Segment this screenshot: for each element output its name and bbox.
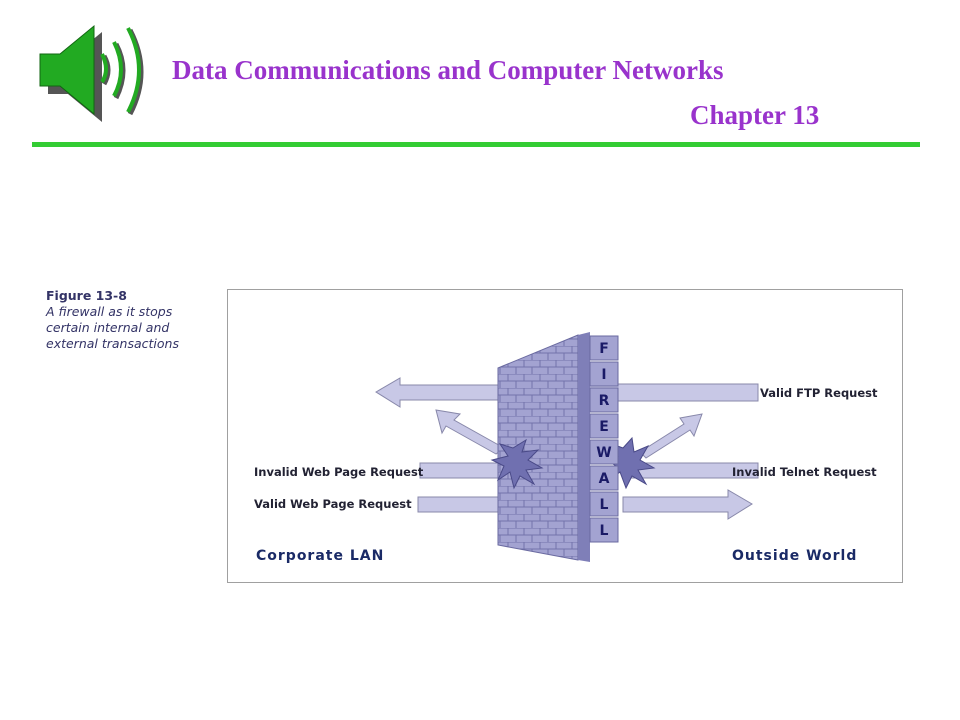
firewall-letter: E — [599, 419, 609, 435]
page-title: Data Communications and Computer Network… — [172, 55, 724, 85]
figure-number: Figure 13-8 — [46, 288, 127, 303]
firewall-letter: I — [601, 367, 606, 383]
firewall-letter-box — [589, 387, 619, 413]
firewall-letter-box — [589, 413, 619, 439]
label-valid-ftp: Valid FTP Request — [760, 386, 878, 400]
firewall-letter: A — [599, 471, 610, 487]
label-invalid-web: Invalid Web Page Request — [254, 465, 424, 479]
firewall-letter: L — [600, 497, 609, 513]
firewall-letter: R — [599, 393, 610, 409]
firewall-letter-box — [589, 491, 619, 517]
figure-label: Figure 13-8 A firewall as it stops certa… — [46, 288, 206, 352]
firewall-letter-box — [589, 517, 619, 543]
firewall-letter-box — [589, 465, 619, 491]
title-divider — [32, 142, 920, 147]
firewall-letter-box — [589, 439, 619, 465]
firewall-letter-box — [589, 361, 619, 387]
label-invalid-telnet: Invalid Telnet Request — [732, 465, 877, 479]
label-valid-web: Valid Web Page Request — [254, 497, 412, 511]
speaker-sound-icon[interactable] — [36, 22, 160, 122]
firewall-letter-box — [589, 335, 619, 361]
figure-caption: A firewall as it stops certain internal … — [46, 304, 179, 351]
invalid-telnet-arrow — [627, 413, 759, 479]
firewall-letter: W — [596, 445, 611, 461]
firewall-letter: L — [600, 523, 609, 539]
chapter-label: Chapter 13 — [690, 100, 820, 130]
region-outside-world: Outside World — [732, 548, 857, 564]
region-corporate-lan: Corporate LAN — [256, 548, 384, 564]
firewall-letter: F — [599, 341, 609, 357]
